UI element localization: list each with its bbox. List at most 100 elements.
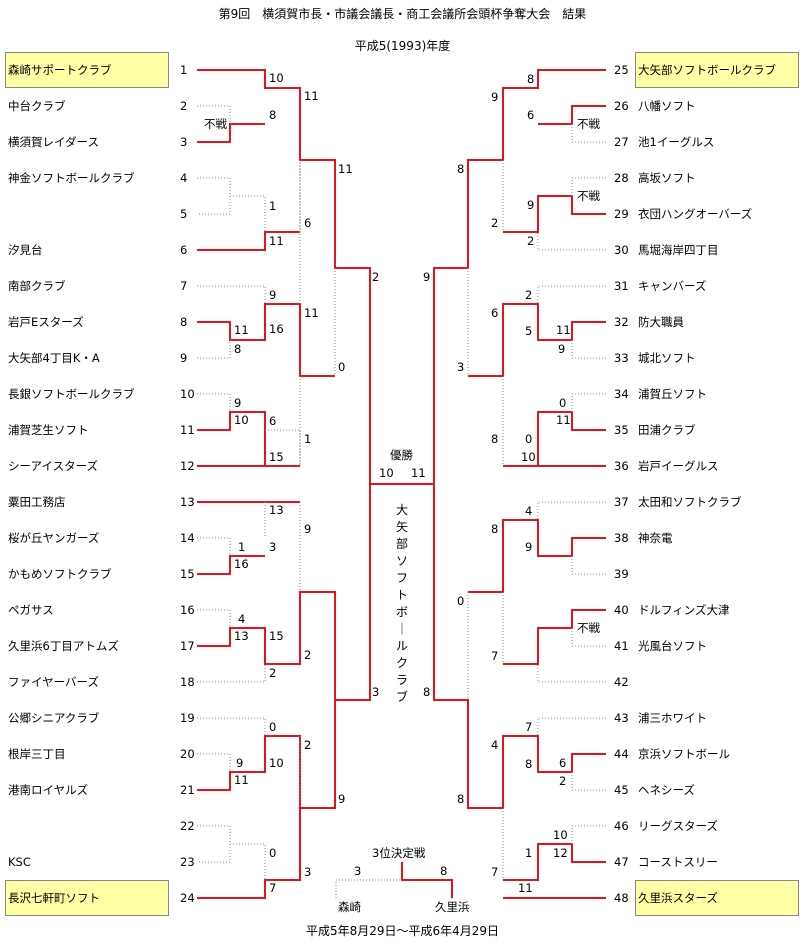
team-name: ファイヤーバーズ [8, 675, 99, 689]
score: 8 [527, 72, 535, 86]
score: 11 [556, 413, 571, 427]
seed-number: 19 [180, 711, 195, 725]
highlight-team-1 [5, 52, 169, 88]
final-score-right: 11 [411, 466, 426, 480]
seed-number: 16 [180, 603, 195, 617]
score: 6 [304, 216, 312, 230]
score: 8 [457, 162, 465, 176]
team-name: 高坂ソフト [638, 171, 696, 185]
seed-number: 10 [180, 387, 195, 401]
final-score-left: 10 [379, 466, 394, 480]
score: 7 [269, 881, 277, 895]
score: 1 [304, 432, 312, 446]
score: 12 [553, 846, 568, 860]
right-loser-lines [467, 124, 606, 880]
score: 0 [559, 396, 567, 410]
team-name: 浦賀芝生ソフト [8, 423, 89, 437]
score: 1 [238, 540, 246, 554]
seed-number: 4 [180, 171, 188, 185]
seed-number: 8 [180, 315, 188, 329]
team-name: 中台クラブ [8, 99, 66, 113]
team-name: 南部クラブ [8, 279, 66, 293]
seed-number: 20 [180, 747, 195, 761]
score: 4 [491, 738, 499, 752]
score: 10 [553, 828, 568, 842]
seed-number: 27 [614, 135, 629, 149]
score: 3 [304, 865, 312, 879]
score: 2 [372, 270, 380, 284]
score: 7 [491, 649, 499, 663]
score: 8 [457, 792, 465, 806]
team-name: KSC [8, 855, 31, 869]
score: 6 [491, 306, 499, 320]
score: 9 [338, 792, 346, 806]
team-name: 城北ソフト [638, 351, 696, 365]
forfeit-label: 不戦 [577, 117, 600, 131]
score: 13 [269, 503, 284, 517]
score: 6 [269, 414, 277, 428]
seed-number: 48 [614, 891, 629, 905]
team-name: 粟田工務店 [8, 495, 66, 509]
team-name: 衣団ハングオーバーズ [638, 207, 753, 221]
third-score-left: 3 [354, 864, 362, 878]
score: 9 [491, 90, 499, 104]
score: 11 [338, 162, 353, 176]
score: 3 [269, 540, 277, 554]
score: 1 [269, 199, 277, 213]
score: 15 [269, 629, 284, 643]
seed-number: 37 [614, 495, 629, 509]
score: 9 [269, 288, 277, 302]
forfeit-label: 不戦 [204, 117, 227, 131]
score: 2 [491, 216, 499, 230]
score: 8 [491, 432, 499, 446]
team-name: 横須賀レイダース [8, 135, 99, 149]
score: 5 [525, 324, 533, 338]
score: 0 [269, 846, 277, 860]
team-name: 浦三ホワイト [638, 711, 707, 725]
score: 11 [518, 881, 533, 895]
seed-number: 6 [180, 243, 188, 257]
third-team-right: 久里浜 [435, 900, 470, 914]
seed-number: 38 [614, 531, 629, 545]
team-name: 久里浜スターズ [638, 891, 718, 905]
score: 2 [527, 234, 535, 248]
score: 10 [269, 756, 284, 770]
seed-number: 30 [614, 243, 629, 257]
seed-number: 32 [614, 315, 629, 329]
seed-number: 7 [180, 279, 188, 293]
seed-number: 39 [614, 567, 629, 581]
score: 7 [491, 865, 499, 879]
seed-number: 1 [180, 63, 188, 77]
score: 8 [525, 757, 533, 771]
team-name: 大矢部4丁目K・A [8, 351, 100, 365]
champion-label: 優勝 [390, 448, 413, 462]
score: 4 [238, 612, 246, 626]
team-name: 池1イーグルス [638, 135, 715, 149]
score: 9 [304, 522, 312, 536]
team-name: 神金ソフトボールクラブ [8, 171, 135, 185]
score: 9 [423, 270, 431, 284]
seed-number: 43 [614, 711, 629, 725]
seed-number: 29 [614, 207, 629, 221]
team-name: ドルフィンズ大津 [638, 603, 730, 617]
score: 0 [457, 594, 465, 608]
score: 8 [269, 108, 277, 122]
score: 15 [269, 450, 284, 464]
right-winner-lines [400, 69, 606, 899]
third-team-left: 森崎 [338, 900, 361, 914]
score: 16 [234, 557, 249, 571]
team-name: ペガサス [8, 603, 54, 617]
seed-number: 23 [180, 855, 195, 869]
team-name: かもめソフトクラブ [8, 567, 112, 581]
seed-number: 13 [180, 495, 195, 509]
left-winner-lines [197, 69, 400, 899]
seed-number: 25 [614, 63, 629, 77]
team-name: 大矢部ソフトボールクラブ [638, 63, 776, 77]
score: 11 [234, 773, 249, 787]
team-name: 汐見台 [8, 243, 43, 257]
score: 10 [269, 71, 284, 85]
score: 2 [269, 666, 277, 680]
team-name: 岩戸イーグルス [638, 459, 719, 473]
seed-number: 35 [614, 423, 629, 437]
